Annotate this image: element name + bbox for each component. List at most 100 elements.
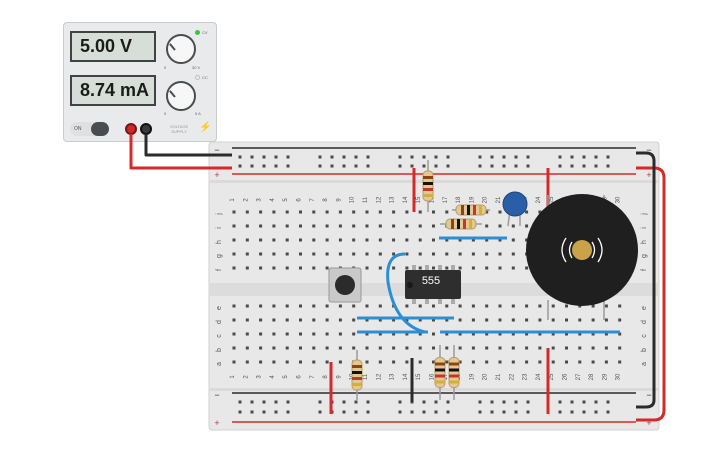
breadboard-hole[interactable] xyxy=(365,210,369,214)
breadboard-hole[interactable] xyxy=(312,238,316,242)
breadboard-hole[interactable] xyxy=(405,360,409,364)
rail-hole[interactable] xyxy=(490,155,494,159)
breadboard-hole[interactable] xyxy=(392,210,396,214)
rail-hole[interactable] xyxy=(502,410,506,414)
breadboard-hole[interactable] xyxy=(259,252,263,256)
breadboard-hole[interactable] xyxy=(285,252,289,256)
rail-hole[interactable] xyxy=(286,400,290,404)
breadboard-hole[interactable] xyxy=(511,266,515,270)
breadboard-hole[interactable] xyxy=(525,210,529,214)
breadboard-hole[interactable] xyxy=(525,304,529,308)
rail-hole[interactable] xyxy=(274,164,278,168)
rail-hole[interactable] xyxy=(398,410,402,414)
rail-hole[interactable] xyxy=(422,164,426,168)
rail-hole[interactable] xyxy=(422,410,426,414)
rail-hole[interactable] xyxy=(250,410,254,414)
breadboard-hole[interactable] xyxy=(445,304,449,308)
breadboard-hole[interactable] xyxy=(352,238,356,242)
breadboard-hole[interactable] xyxy=(458,332,462,336)
rail-hole[interactable] xyxy=(478,155,482,159)
breadboard-hole[interactable] xyxy=(458,304,462,308)
breadboard-hole[interactable] xyxy=(538,304,542,308)
rail-hole[interactable] xyxy=(318,164,322,168)
breadboard-hole[interactable] xyxy=(352,210,356,214)
breadboard-hole[interactable] xyxy=(232,238,236,242)
breadboard-hole[interactable] xyxy=(418,224,422,228)
ceramic-capacitor-icon[interactable] xyxy=(502,191,528,217)
breadboard-hole[interactable] xyxy=(538,346,542,350)
breadboard-hole[interactable] xyxy=(299,266,302,270)
breadboard-hole[interactable] xyxy=(378,266,382,270)
breadboard-hole[interactable] xyxy=(551,318,555,322)
rail-hole[interactable] xyxy=(398,164,402,168)
rail-hole[interactable] xyxy=(354,410,358,414)
rail-hole[interactable] xyxy=(582,400,586,404)
breadboard-hole[interactable] xyxy=(259,332,263,336)
breadboard-hole[interactable] xyxy=(618,318,622,322)
breadboard-hole[interactable] xyxy=(418,210,422,214)
breadboard-hole[interactable] xyxy=(511,224,515,228)
breadboard-hole[interactable] xyxy=(365,304,369,308)
breadboard-hole[interactable] xyxy=(485,332,489,336)
breadboard-hole[interactable] xyxy=(458,238,462,242)
breadboard-hole[interactable] xyxy=(325,318,329,322)
breadboard-hole[interactable] xyxy=(232,304,236,308)
breadboard-hole[interactable] xyxy=(418,266,422,270)
breadboard-hole[interactable] xyxy=(578,318,582,322)
rail-hole[interactable] xyxy=(582,410,586,414)
breadboard-hole[interactable] xyxy=(418,346,422,350)
breadboard-hole[interactable] xyxy=(378,346,382,350)
rail-hole[interactable] xyxy=(422,155,426,159)
breadboard-hole[interactable] xyxy=(578,360,582,364)
breadboard-hole[interactable] xyxy=(458,346,462,350)
rail-hole[interactable] xyxy=(354,164,358,168)
rail-hole[interactable] xyxy=(594,410,598,414)
breadboard-hole[interactable] xyxy=(445,210,449,214)
rail-hole[interactable] xyxy=(514,164,518,168)
rail-hole[interactable] xyxy=(342,155,346,159)
breadboard-hole[interactable] xyxy=(458,360,462,364)
breadboard-hole[interactable] xyxy=(285,266,289,270)
breadboard-hole[interactable] xyxy=(432,304,435,308)
breadboard-hole[interactable] xyxy=(418,304,422,308)
rail-hole[interactable] xyxy=(606,155,610,159)
rail-hole[interactable] xyxy=(606,164,610,168)
breadboard-hole[interactable] xyxy=(312,266,316,270)
rail-hole[interactable] xyxy=(286,164,290,168)
rail-hole[interactable] xyxy=(570,410,574,414)
rail-hole[interactable] xyxy=(582,164,586,168)
breadboard-hole[interactable] xyxy=(498,346,502,350)
supply-negative-wire[interactable] xyxy=(144,134,232,157)
breadboard-hole[interactable] xyxy=(418,318,422,322)
breadboard-hole[interactable] xyxy=(432,224,435,228)
breadboard-hole[interactable] xyxy=(259,238,263,242)
breadboard-hole[interactable] xyxy=(525,224,529,228)
breadboard-hole[interactable] xyxy=(418,332,422,336)
breadboard-hole[interactable] xyxy=(378,210,382,214)
breadboard-hole[interactable] xyxy=(418,360,422,364)
rail-hole[interactable] xyxy=(410,410,414,414)
breadboard-hole[interactable] xyxy=(392,346,396,350)
breadboard-hole[interactable] xyxy=(498,332,502,336)
rail-hole[interactable] xyxy=(410,155,414,159)
breadboard-hole[interactable] xyxy=(445,332,449,336)
breadboard-hole[interactable] xyxy=(498,360,502,364)
breadboard-hole[interactable] xyxy=(325,304,329,308)
rail-hole[interactable] xyxy=(446,410,450,414)
breadboard-hole[interactable] xyxy=(338,346,342,350)
breadboard-hole[interactable] xyxy=(365,224,369,228)
breadboard-hole[interactable] xyxy=(245,318,249,322)
breadboard-hole[interactable] xyxy=(312,318,316,322)
breadboard-hole[interactable] xyxy=(578,332,582,336)
rail-hole[interactable] xyxy=(514,400,518,404)
breadboard-hole[interactable] xyxy=(392,360,396,364)
breadboard-hole[interactable] xyxy=(378,238,382,242)
breadboard-hole[interactable] xyxy=(392,252,396,256)
rail-hole[interactable] xyxy=(594,164,598,168)
breadboard-hole[interactable] xyxy=(285,210,289,214)
breadboard-hole[interactable] xyxy=(445,252,449,256)
breadboard-hole[interactable] xyxy=(565,332,568,336)
breadboard-hole[interactable] xyxy=(591,360,595,364)
rail-hole[interactable] xyxy=(422,400,426,404)
rail-hole[interactable] xyxy=(526,400,530,404)
